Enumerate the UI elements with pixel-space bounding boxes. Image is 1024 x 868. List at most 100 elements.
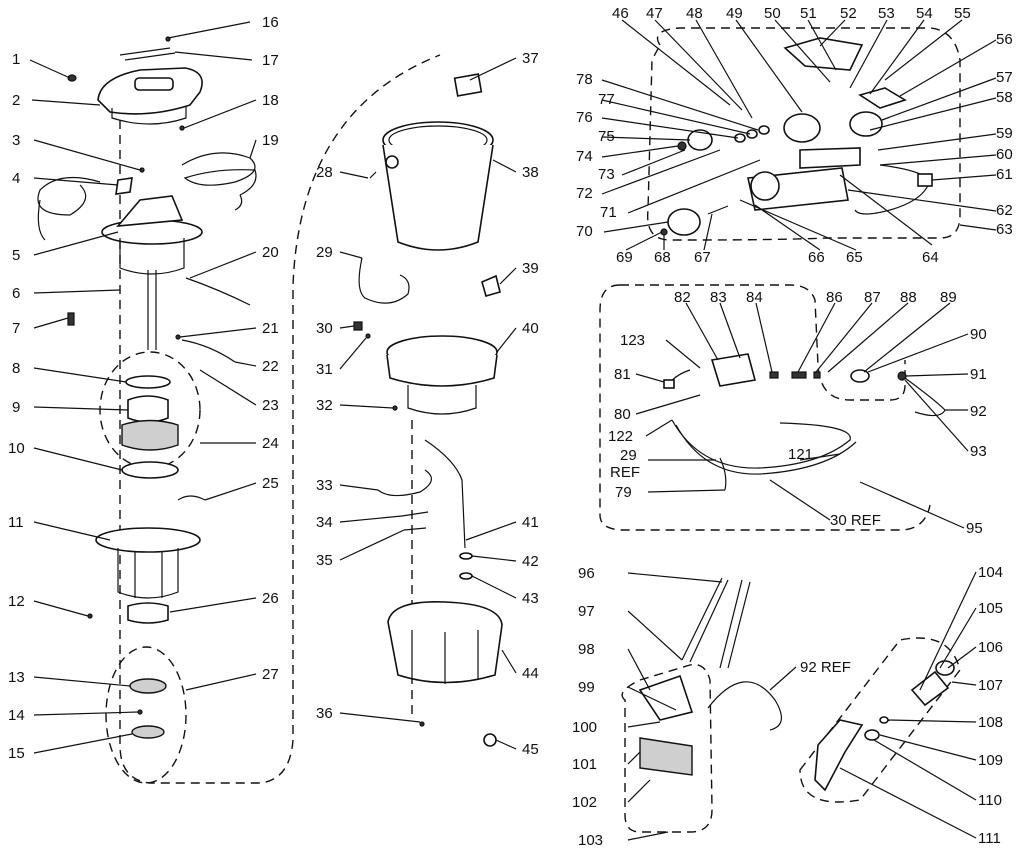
part-87-fitting: [813, 371, 821, 379]
part-96-wand-tube-2: [719, 579, 743, 669]
callout-91: 91: [970, 366, 987, 383]
part-56-bracket: [858, 87, 907, 109]
callout-25: 25: [262, 475, 279, 492]
callout-99: 99: [578, 679, 595, 696]
assembly-outline: [119, 54, 441, 784]
callout-18: 18: [262, 92, 279, 109]
part-38-tank-body: [382, 144, 494, 251]
part-19-cord-end: [234, 194, 243, 211]
part-4-cord-end: [37, 199, 46, 241]
part-64-switch-plate: [799, 147, 861, 169]
part-58-pump-cap: [849, 111, 883, 137]
part-9-fan-top: [127, 395, 169, 423]
part-31-screw: [365, 333, 371, 339]
callout-110: 110: [978, 792, 1002, 809]
callout-89: 89: [940, 289, 957, 306]
part-77-washer: [746, 129, 758, 139]
callout-9: 9: [12, 399, 20, 416]
callout-46: 46: [612, 5, 629, 22]
callout-51: 51: [800, 5, 817, 22]
part-14-screw: [137, 709, 143, 715]
pump-assembly: [646, 27, 961, 241]
callout-38: 38: [522, 164, 539, 181]
callout-66: 66: [808, 249, 825, 266]
part-40-lid-skirt: [386, 354, 498, 387]
callout-13: 13: [8, 669, 25, 686]
part-61-cord: [854, 164, 931, 215]
callout-26: 26: [262, 590, 279, 607]
callout-16: 16: [262, 14, 279, 31]
callout-39: 39: [522, 260, 539, 277]
callout-108: 108: [978, 714, 1003, 731]
callout-45: 45: [522, 741, 539, 758]
tank-assembly: [353, 73, 503, 747]
callout-78: 78: [576, 71, 593, 88]
callout-15: 15: [8, 745, 25, 762]
part-79-clip: [719, 457, 727, 491]
callout-22: 22: [262, 358, 279, 375]
part-105-cap: [935, 660, 955, 676]
part-11-cage-top: [95, 527, 201, 553]
callout-14: 14: [8, 707, 25, 724]
group-111-outline: [799, 637, 961, 803]
callout-86: 86: [826, 289, 843, 306]
part-49-impeller-housing: [783, 113, 821, 143]
callout-labels: 1 2 3 4 5 6 7 8 9 10 11 12 13 14 15 16 1…: [8, 5, 1013, 849]
callout-67: 67: [694, 249, 711, 266]
callout-21: 21: [262, 320, 279, 337]
motor-head-assembly: [37, 36, 441, 784]
leader-lines: [29, 19, 997, 841]
part-90-nozzle: [850, 369, 870, 383]
callout-11: 11: [8, 514, 24, 531]
callout-107: 107: [978, 677, 1003, 694]
part-96-wand-edge-2: [727, 581, 751, 669]
callout-53: 53: [878, 5, 895, 22]
callout-56: 56: [996, 31, 1013, 48]
callout-12: 12: [8, 593, 25, 610]
callout-50: 50: [764, 5, 781, 22]
part-42-washer: [459, 552, 473, 560]
callout-63: 63: [996, 221, 1013, 238]
callout-33: 33: [316, 477, 333, 494]
part-21-screw: [175, 334, 181, 340]
part-26-float: [127, 602, 169, 624]
callout-58: 58: [996, 89, 1013, 106]
part-3-screw: [139, 167, 145, 173]
callout-1: 1: [12, 51, 20, 68]
callout-102: 102: [572, 794, 597, 811]
callout-70: 70: [576, 223, 593, 240]
callout-95: 95: [966, 520, 983, 537]
callout-74: 74: [576, 148, 593, 165]
group-24-outline: [99, 351, 201, 469]
callout-97: 97: [578, 603, 595, 620]
callout-61: 61: [996, 166, 1013, 183]
callout-62: 62: [996, 202, 1013, 219]
part-101-head: [639, 737, 693, 776]
callout-84: 84: [746, 289, 763, 306]
part-92-hose: [904, 377, 946, 417]
callout-123: 123: [620, 332, 645, 349]
callout-27: 27: [262, 666, 279, 683]
part-91-nut: [897, 371, 907, 381]
callout-43: 43: [522, 590, 539, 607]
part-92-ref-hose: [707, 681, 782, 731]
callout-106: 106: [978, 639, 1003, 656]
part-25-clip: [177, 495, 206, 501]
part-121-hose: [671, 419, 851, 469]
part-10-ring: [121, 461, 179, 479]
callout-93: 93: [970, 443, 987, 460]
part-38-latch: [385, 155, 399, 169]
callout-104: 104: [978, 564, 1003, 581]
callout-3: 3: [12, 132, 20, 149]
part-35-clip: [403, 527, 427, 531]
part-111-upholstery-tool: [814, 719, 864, 792]
part-1-screw: [67, 74, 77, 82]
part-12-screw: [87, 613, 93, 619]
part-61-plug: [917, 173, 933, 187]
part-67-screw: [707, 205, 729, 215]
callout-83: 83: [710, 289, 727, 306]
callout-65: 65: [846, 249, 863, 266]
callout-29: 29: [316, 244, 333, 261]
part-17-clip: [119, 47, 176, 61]
callout-71: 71: [600, 204, 617, 221]
